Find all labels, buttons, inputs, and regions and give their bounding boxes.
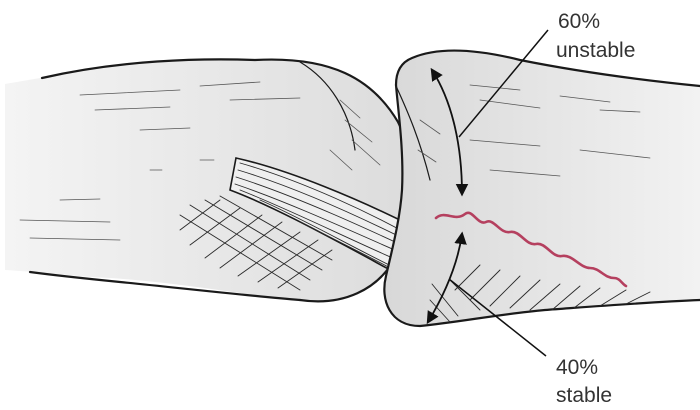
left-bone [5, 59, 412, 301]
lower-callout-label: stable [556, 384, 612, 407]
lower-callout-percent: 40% [556, 356, 598, 379]
right-bone [384, 51, 700, 326]
upper-callout-percent: 60% [558, 10, 600, 33]
upper-callout-label: unstable [556, 39, 635, 62]
